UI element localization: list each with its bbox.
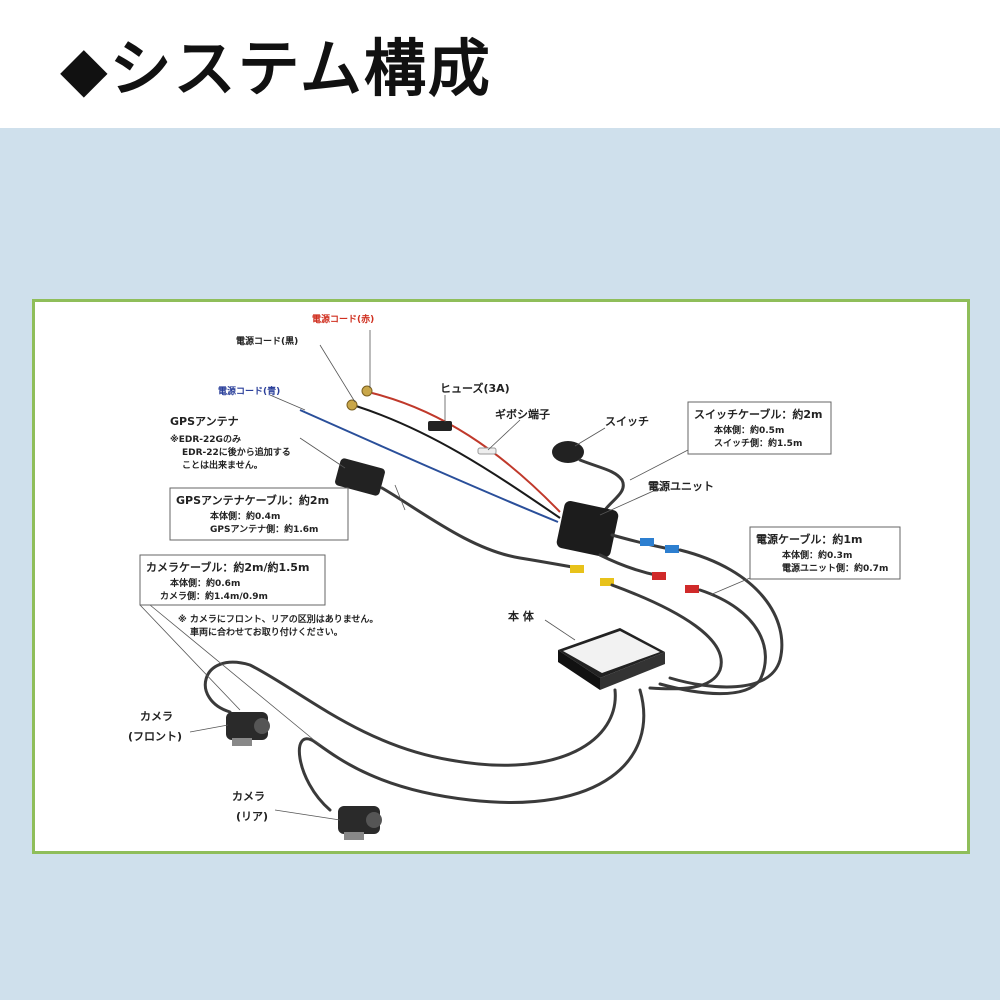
- label-power-unit: 電源ユニット: [648, 479, 714, 493]
- label-camera-note-1: ※ カメラにフロント、リアの区別はありません。: [178, 613, 378, 625]
- power-cable-line1: 本体側：約0.3m: [782, 549, 852, 561]
- camera-cable-line2: カメラ側：約1.4m/0.9m: [160, 590, 268, 602]
- camera-cable-box: カメラケーブル：約2m/約1.5m 本体側：約0.6m カメラ側：約1.4m/0…: [139, 554, 326, 606]
- switch-cable-line1: 本体側：約0.5m: [714, 424, 784, 436]
- main-unit-group: [558, 628, 665, 690]
- front-camera-group: [226, 712, 270, 746]
- switch-cable-title: スイッチケーブル：約2m: [694, 407, 822, 421]
- rear-camera-group: [338, 806, 382, 840]
- switch-cable-box: スイッチケーブル：約2m 本体側：約0.5m スイッチ側：約1.5m: [687, 401, 832, 455]
- label-gps-note-2: EDR-22に後から追加する: [182, 446, 291, 458]
- power-cable-line2: 電源ユニット側：約0.7m: [782, 562, 888, 574]
- label-camera-note-2: 車両に合わせてお取り付けください。: [190, 626, 343, 638]
- label-fuse: ヒューズ(3A): [440, 381, 510, 395]
- switch-icon: [552, 441, 584, 463]
- gibosi-terminal-icon: [477, 447, 497, 455]
- label-main-unit: 本 体: [508, 609, 535, 623]
- gps-cable-line1: 本体側：約0.4m: [210, 510, 280, 522]
- power-unit-group: [556, 501, 699, 593]
- power-cable-box: 電源ケーブル：約1m 本体側：約0.3m 電源ユニット側：約0.7m: [749, 526, 901, 580]
- power-unit-icon: [556, 501, 619, 558]
- label-gps-note-3: ことは出来ません。: [182, 459, 263, 471]
- switch-group: [552, 441, 625, 512]
- ring-terminal-black-icon: [346, 399, 358, 411]
- gps-antenna-icon: [335, 458, 385, 496]
- label-camera-rear-sub: (リア): [236, 810, 268, 823]
- gps-antenna-group: [335, 458, 580, 570]
- label-power-red: 電源コード(赤): [312, 313, 374, 325]
- power-cable-title: 電源ケーブル：約1m: [756, 532, 862, 546]
- label-switch: スイッチ: [605, 415, 649, 428]
- power-cords: [299, 385, 561, 523]
- blue-connector-icon: [640, 538, 654, 546]
- camera-front-icon: [226, 712, 268, 740]
- label-gibosi: ギボシ端子: [495, 407, 550, 421]
- header: ◆システム構成: [0, 0, 1000, 128]
- gps-cable-title: GPSアンテナケーブル：約2m: [176, 493, 329, 507]
- gps-cable-line2: GPSアンテナ側：約1.6m: [210, 523, 318, 535]
- main-cables: [610, 548, 784, 696]
- gps-cable-box: GPSアンテナケーブル：約2m 本体側：約0.4m GPSアンテナ側：約1.6m: [169, 487, 349, 541]
- label-camera-front-sub: (フロント): [128, 730, 182, 743]
- camera-rear-icon: [338, 806, 380, 834]
- page-title: ◆システム構成: [60, 32, 492, 105]
- label-power-black: 電源コード(黒): [236, 335, 298, 347]
- label-gps-antenna: GPSアンテナ: [170, 415, 239, 428]
- yellow-connector-icon: [570, 565, 584, 573]
- ring-terminal-red-icon: [361, 385, 373, 397]
- label-gps-note-1: ※EDR-22Gのみ: [170, 434, 241, 445]
- camera-cable-title: カメラケーブル：約2m/約1.5m: [146, 560, 309, 574]
- blue-connector-icon: [665, 545, 679, 553]
- yellow-connector-icon: [600, 578, 614, 586]
- label-camera-rear: カメラ: [232, 790, 265, 803]
- label-power-blue: 電源コード(青): [218, 385, 280, 397]
- fuse-holder-icon: [428, 421, 452, 431]
- switch-cable-line2: スイッチ側：約1.5m: [714, 437, 802, 449]
- camera-cables: [203, 660, 646, 812]
- red-connector-icon: [685, 585, 699, 593]
- label-camera-front: カメラ: [140, 710, 173, 723]
- leader-lines: [139, 330, 751, 821]
- camera-cable-line1: 本体側：約0.6m: [170, 577, 240, 589]
- red-connector-icon: [652, 572, 666, 580]
